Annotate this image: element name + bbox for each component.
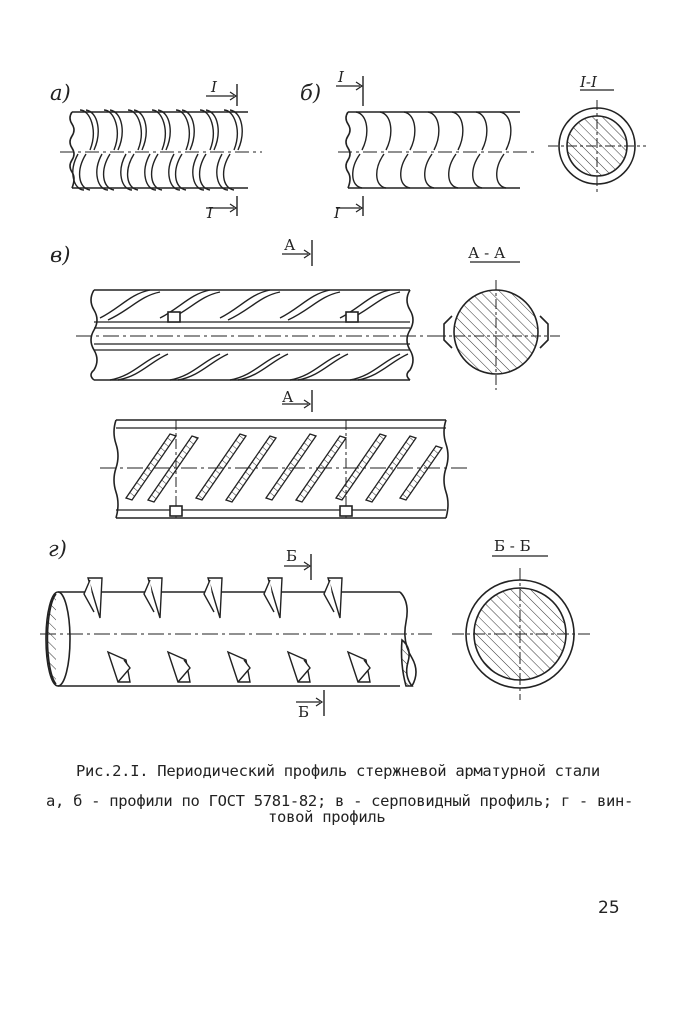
figure-caption-line-3: товой профиль	[268, 808, 386, 826]
section-i-i	[548, 89, 646, 192]
label-v: в)	[50, 243, 70, 267]
section-title-b-b: Б - Б	[494, 537, 531, 555]
section-title-a-a: А - А	[468, 244, 506, 262]
section-mark-b-top: Б	[286, 547, 297, 565]
section-title-i-i: I-I	[579, 73, 598, 91]
label-b: б)	[300, 81, 321, 105]
section-mark-i-top-b: I	[337, 68, 345, 86]
bar-profile-v-side	[76, 240, 440, 412]
section-mark-b-bottom: Б	[298, 703, 309, 721]
figure-caption-line-2: а, б - профили по ГОСТ 5781-82; в - серп…	[46, 792, 634, 810]
bar-profile-a	[60, 84, 262, 216]
label-a: а)	[50, 81, 71, 105]
label-g: г)	[48, 537, 67, 561]
section-b-b	[452, 555, 590, 700]
bar-profile-v-top	[100, 419, 470, 519]
page-number: 25	[598, 898, 620, 918]
figure-caption-title: Рис.2.I. Периодический профиль стержнево…	[76, 762, 600, 780]
bar-profile-g	[40, 554, 432, 716]
section-mark-a-top: А	[284, 236, 296, 254]
section-mark-a-bottom: А	[282, 388, 294, 406]
section-mark-i-bottom-b: I	[333, 204, 341, 222]
section-mark-i-bottom-a: I	[206, 204, 214, 222]
bar-profile-b	[336, 76, 534, 216]
section-mark-i-top-a: I	[210, 78, 218, 96]
section-a-a	[436, 261, 560, 390]
